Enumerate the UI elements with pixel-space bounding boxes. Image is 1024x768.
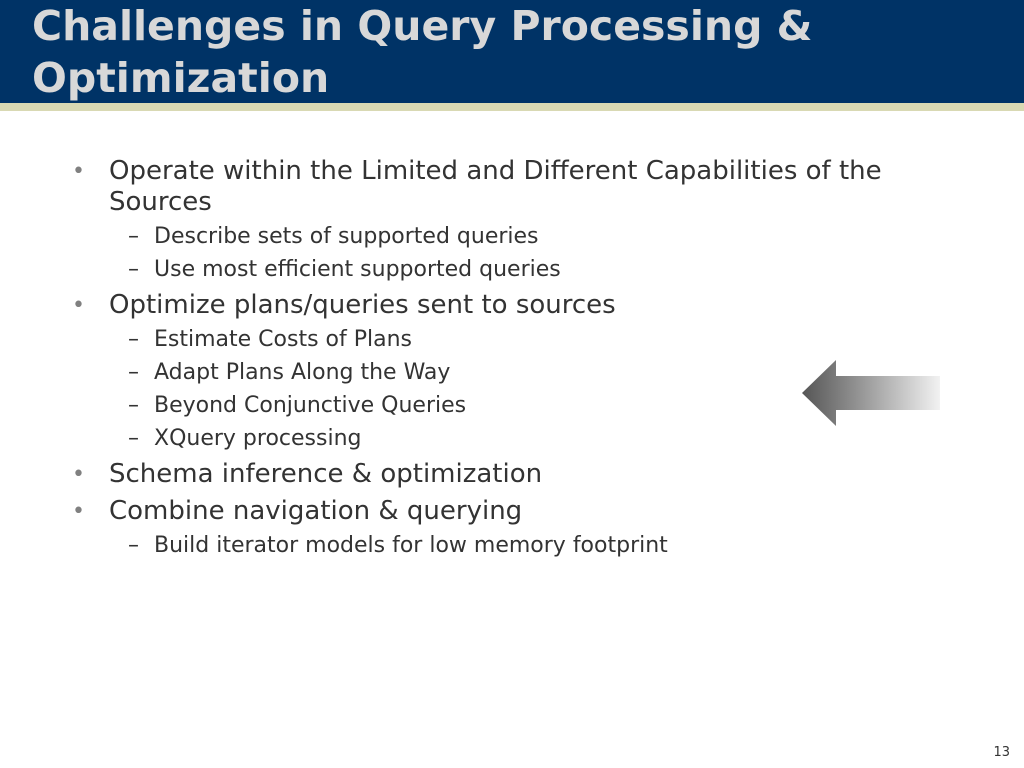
sub-bullet-text: Describe sets of supported queries (154, 224, 539, 249)
bullet-text: Operate within the Limited and Different… (109, 156, 882, 217)
bullet-text: Schema inference & optimization (109, 459, 543, 489)
slide-title: Challenges in Query Processing & Optimiz… (32, 2, 813, 102)
title-stripe (0, 103, 1024, 111)
sub-bullet-item: –XQuery processing (72, 424, 972, 453)
sub-bullet-item: –Adapt Plans Along the Way (72, 358, 972, 387)
bullet-item: • Combine navigation & querying (72, 496, 972, 527)
sub-bullet-item: –Use most efficient supported queries (72, 255, 972, 284)
bullet-item: • Optimize plans/queries sent to sources (72, 290, 972, 321)
sub-bullet-text: XQuery processing (154, 426, 362, 451)
sub-bullet-text: Estimate Costs of Plans (154, 327, 412, 352)
bullet-text: Optimize plans/queries sent to sources (109, 290, 616, 320)
sub-bullet-item: –Describe sets of supported queries (72, 222, 972, 251)
sub-bullet-item: –Estimate Costs of Plans (72, 325, 972, 354)
bullet-list: • Operate within the Limited and Differen… (72, 156, 972, 560)
bullet-dot-icon: • (72, 499, 85, 524)
dash-icon: – (128, 533, 139, 558)
sub-bullet-text: Beyond Conjunctive Queries (154, 393, 467, 418)
bullet-item: • Operate within the Limited and Differen… (72, 156, 972, 218)
bullet-text: Combine navigation & querying (109, 496, 523, 526)
dash-icon: – (128, 360, 139, 385)
dash-icon: – (128, 257, 139, 282)
bullet-dot-icon: • (72, 293, 85, 318)
sub-bullet-text: Adapt Plans Along the Way (154, 360, 451, 385)
sub-bullet-item: –Build iterator models for low memory fo… (72, 531, 972, 560)
title-bar (0, 0, 1024, 103)
bullet-item: • Schema inference & optimization (72, 459, 972, 490)
dash-icon: – (128, 426, 139, 451)
bullet-dot-icon: • (72, 462, 85, 487)
sub-bullet-text: Use most efficient supported queries (154, 257, 561, 282)
sub-bullet-text: Build iterator models for low memory foo… (154, 533, 668, 558)
bullet-dot-icon: • (72, 159, 85, 184)
page-number: 13 (993, 745, 1010, 760)
left-arrow-icon (802, 360, 940, 426)
dash-icon: – (128, 327, 139, 352)
sub-bullet-item: –Beyond Conjunctive Queries (72, 391, 972, 420)
dash-icon: – (128, 393, 139, 418)
dash-icon: – (128, 224, 139, 249)
